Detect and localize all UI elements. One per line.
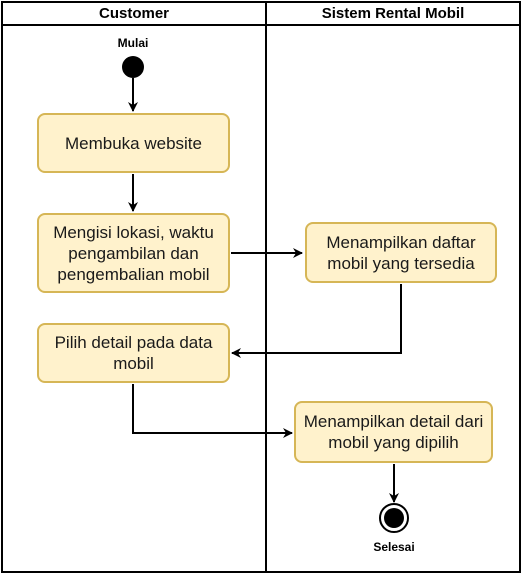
- header-divider-right: [265, 24, 521, 26]
- start-node: [122, 56, 144, 78]
- flow-list-to-pick: [231, 284, 402, 358]
- activity-show-list: Menampilkan daftar mobil yang tersedia: [305, 222, 497, 283]
- lane-title-sistem: Sistem Rental Mobil: [321, 4, 465, 22]
- lane-sistem-rental-mobil: [265, 1, 521, 573]
- start-label: Mulai: [117, 36, 149, 50]
- lane-title-customer: Customer: [98, 4, 169, 22]
- flow-pick-to-detail: [132, 384, 293, 438]
- activity-fill-form: Mengisi lokasi, waktu pengambilan dan pe…: [37, 213, 230, 293]
- end-node-inner: [384, 508, 404, 528]
- activity-pick-detail: Pilih detail pada data mobil: [37, 323, 230, 383]
- activity-open-website: Membuka website: [37, 113, 230, 173]
- activity-show-detail: Menampilkan detail dari mobil yang dipil…: [294, 401, 493, 463]
- header-divider-left: [1, 24, 267, 26]
- end-label: Selesai: [373, 540, 415, 554]
